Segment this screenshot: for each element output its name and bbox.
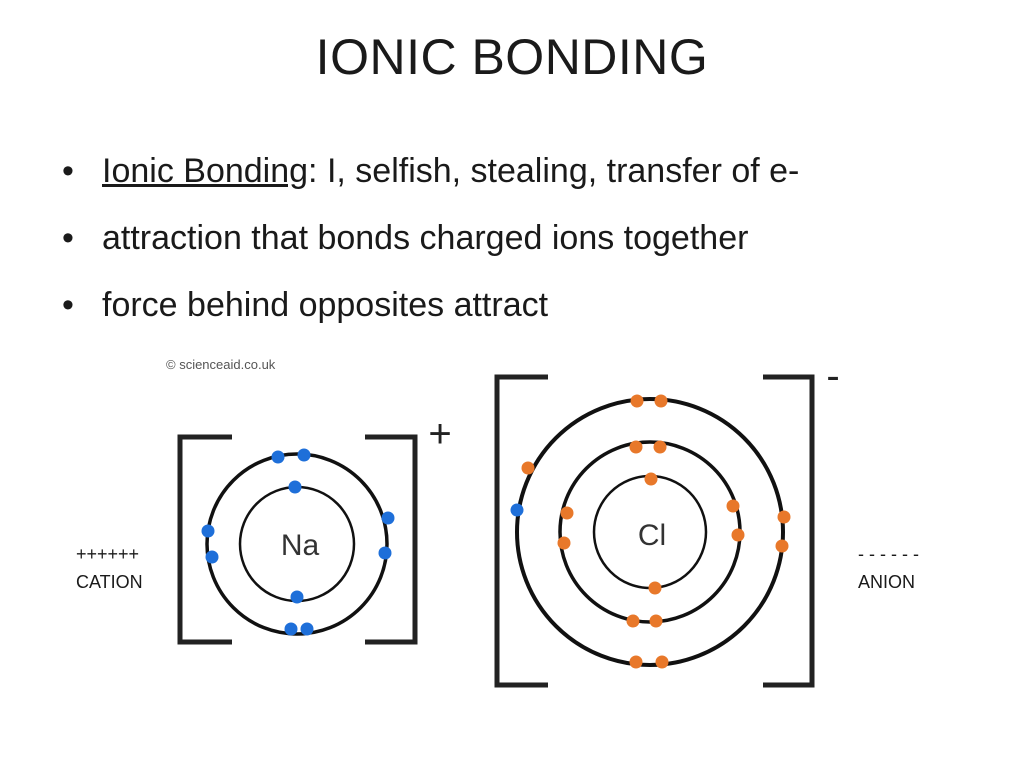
bullet-item: • force behind opposites attract <box>62 272 799 339</box>
anion-charge-marks: - - - - - - <box>858 544 919 564</box>
electron-dot <box>653 440 667 454</box>
cation-left-bracket <box>177 434 232 645</box>
electron-dot <box>655 655 669 669</box>
electron-dot <box>557 536 571 550</box>
electron-dot <box>629 655 643 669</box>
bullet-text: attraction that bonds charged ions toget… <box>102 219 749 257</box>
term-ionic-bonding: Ionic Bonding <box>102 152 309 190</box>
anion-outer-shell <box>515 397 785 667</box>
bullet-marker: • <box>62 286 74 324</box>
electron-dot <box>629 440 643 454</box>
electron-dot <box>201 524 215 538</box>
electron-dot <box>300 622 314 636</box>
cation-outer-shell <box>205 452 389 636</box>
cation-label: ++++++ CATION <box>76 540 143 596</box>
electron-dot <box>271 450 285 464</box>
electron-dot <box>521 461 535 475</box>
electron-dot <box>290 590 304 604</box>
electron-dot <box>644 472 658 486</box>
electron-dot <box>381 511 395 525</box>
cation-charge-marks: ++++++ <box>76 544 140 564</box>
electron-dot <box>777 510 791 524</box>
anion-symbol: Cl <box>638 519 666 552</box>
anion-label: - - - - - - ANION <box>858 540 919 596</box>
electron-dot <box>630 394 644 408</box>
electron-dot <box>378 546 392 560</box>
cation-electrons <box>201 448 395 636</box>
anion-charge: - <box>826 354 839 398</box>
electron-dot <box>626 614 640 628</box>
electron-dot <box>731 528 745 542</box>
bullet-text: force behind opposites attract <box>102 286 549 324</box>
anion-right-bracket <box>763 374 815 688</box>
electron-dot <box>297 448 311 462</box>
electron-dot <box>654 394 668 408</box>
electron-dot <box>560 506 574 520</box>
electron-dot <box>205 550 219 564</box>
cation-right-bracket <box>365 434 418 645</box>
electron-dot <box>726 499 740 513</box>
cation-charge: + <box>428 412 451 456</box>
electron-dot <box>284 622 298 636</box>
electron-dot <box>775 539 789 553</box>
slide-title: IONIC BONDING <box>315 29 709 85</box>
anion-left-bracket <box>494 374 548 688</box>
anion-electrons <box>521 394 791 669</box>
bullet-marker: • <box>62 219 74 257</box>
bullet-marker: • <box>62 152 74 190</box>
transferred-electron-dot <box>510 503 524 517</box>
electron-dot <box>649 614 663 628</box>
bullet-item: • Ionic Bonding: I, selfish, stealing, t… <box>62 138 799 205</box>
electron-dot <box>648 581 662 595</box>
bullet-list: • Ionic Bonding: I, selfish, stealing, t… <box>62 138 799 339</box>
bullet-item: • attraction that bonds charged ions tog… <box>62 205 799 272</box>
anion-text: ANION <box>858 572 916 592</box>
cation-symbol: Na <box>281 529 320 562</box>
electron-dot <box>288 480 302 494</box>
image-credit: © scienceaid.co.uk <box>166 357 276 372</box>
cation-text: CATION <box>76 572 143 592</box>
bullet-text: : I, selfish, stealing, transfer of e- <box>308 152 800 190</box>
